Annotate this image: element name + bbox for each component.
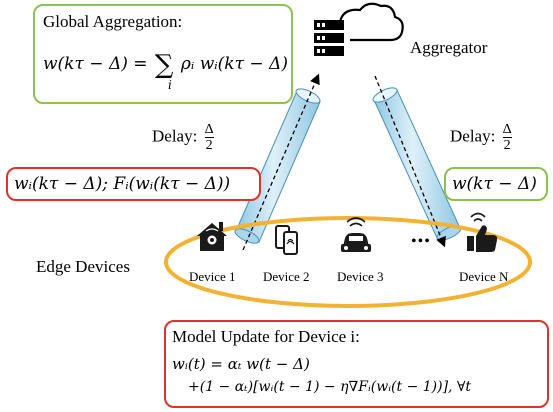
delay-left-denominator: 2: [205, 138, 213, 153]
upload-parameters-text: wᵢ(kτ − Δ); Fᵢ(wᵢ(kτ − Δ)): [14, 174, 231, 194]
aggregator-label: Aggregator: [410, 38, 488, 57]
aggregation-rhs: ρᵢ wᵢ(kτ − Δ): [180, 54, 288, 74]
delay-left-numerator: Δ: [204, 122, 214, 138]
delay-right-denominator: 2: [503, 138, 511, 153]
device-2-label: Device 2: [263, 269, 310, 284]
delay-right-prefix: Delay:: [450, 126, 496, 146]
sum-index: i: [168, 78, 172, 92]
sum-symbol: ∑: [154, 50, 174, 80]
model-update-box: Model Update for Device i: wᵢ(t) = αₜ w(…: [164, 320, 549, 408]
edge-devices-label: Edge Devices: [36, 257, 130, 276]
download-model-text: w(kτ − Δ): [452, 174, 537, 194]
server-cloud-icon: [314, 2, 404, 56]
global-aggregation-box: Global Aggregation: w(kτ − Δ) = ∑ ρᵢ wᵢ(…: [33, 4, 293, 104]
edge-devices-ellipse: [164, 216, 532, 308]
model-update-line2: +(1 − αₜ)[wᵢ(t − 1) − η∇Fᵢ(wᵢ(t − 1))], …: [188, 379, 472, 395]
model-update-title: Model Update for Device i:: [172, 327, 360, 346]
device-1-label: Device 1: [189, 269, 236, 284]
connected-thumbs-up-icon: [467, 212, 498, 252]
global-aggregation-title: Global Aggregation:: [43, 12, 183, 31]
delay-left-prefix: Delay:: [152, 126, 198, 146]
delay-right-numerator: Δ: [502, 122, 512, 138]
device-n-label: Device N: [459, 269, 509, 284]
device-3-label: Device 3: [337, 269, 384, 284]
global-aggregation-formula: w(kτ − Δ) = ∑ ρᵢ wᵢ(kτ − Δ) i: [43, 46, 288, 92]
delay-right-fraction: Δ 2: [502, 122, 512, 153]
connected-car-icon: [341, 217, 371, 252]
delay-right-label: Delay: Δ 2: [450, 122, 512, 153]
smart-home-icon: [197, 222, 227, 251]
download-model-box: w(kτ − Δ): [444, 167, 548, 201]
delay-left-label: Delay: Δ 2: [152, 122, 214, 153]
delay-left-fraction: Δ 2: [204, 122, 214, 153]
device-ellipsis: •••: [411, 233, 431, 250]
smartphones-icon: [275, 225, 298, 255]
upload-parameters-box: wᵢ(kτ − Δ); Fᵢ(wᵢ(kτ − Δ)): [6, 167, 261, 201]
download-arrow: [374, 75, 446, 248]
upload-arrow: [242, 73, 320, 251]
aggregation-lhs: w(kτ − Δ) =: [43, 54, 148, 74]
model-update-line1: wᵢ(t) = αₜ w(t − Δ): [172, 355, 310, 373]
